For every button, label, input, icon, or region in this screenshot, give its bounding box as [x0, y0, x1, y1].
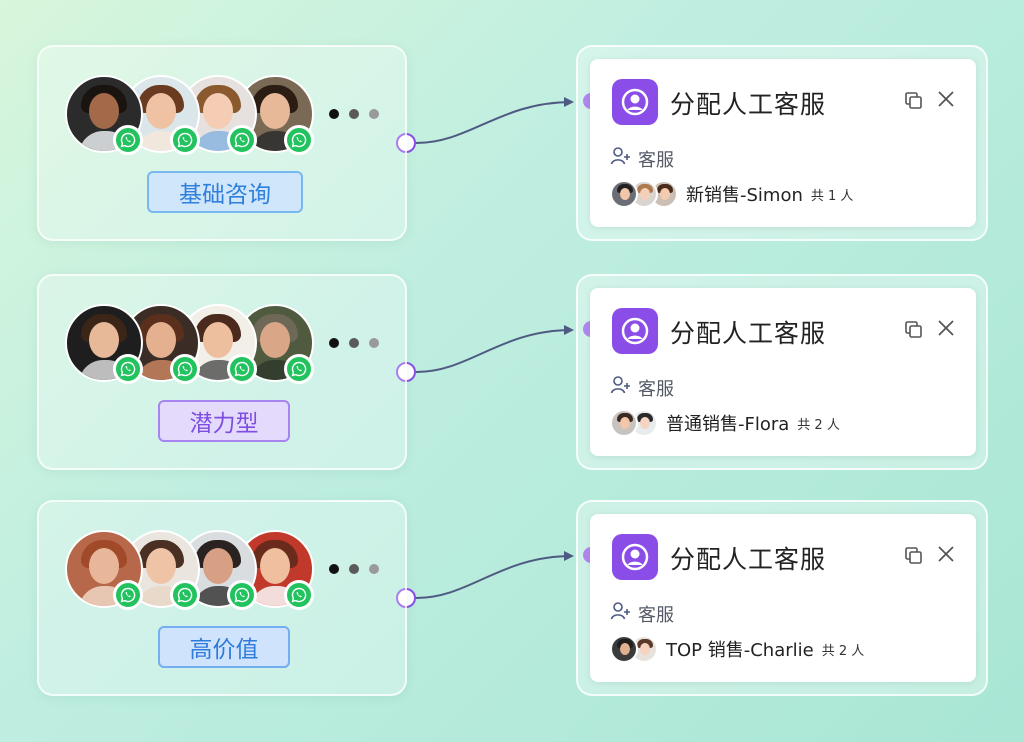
- node-title: 分配人工客服: [670, 545, 827, 574]
- whatsapp-icon: [284, 580, 314, 610]
- customer-avatar: [179, 75, 257, 155]
- customer-avatar: [65, 75, 143, 155]
- user-circle-icon: [612, 534, 658, 580]
- add-user-icon: [610, 600, 632, 627]
- user-circle-icon: [612, 308, 658, 354]
- close-icon[interactable]: [936, 318, 956, 342]
- assign-agent-node[interactable]: 分配人工客服 客服 新销售-Simon 共 1 人: [590, 59, 976, 227]
- dot: [369, 338, 379, 348]
- whatsapp-icon: [170, 580, 200, 610]
- customer-group-card[interactable]: 基础咨询: [37, 45, 407, 241]
- agent-row: TOP 销售-Charlie 共 2 人: [610, 634, 864, 664]
- agent-avatar-stack: [610, 409, 658, 437]
- dot: [349, 109, 359, 119]
- assign-agent-node[interactable]: 分配人工客服 客服 TOP 销售-Charlie 共 2 人: [590, 514, 976, 682]
- dot: [329, 564, 339, 574]
- customer-avatar-stack: [65, 75, 325, 155]
- dot: [349, 564, 359, 574]
- assign-node-frame: 分配人工客服 客服 TOP 销售-Charlie 共 2 人: [576, 500, 988, 696]
- copy-icon[interactable]: [904, 91, 924, 115]
- copy-icon[interactable]: [904, 320, 924, 344]
- node-title: 分配人工客服: [670, 319, 827, 348]
- role-row: 客服: [610, 145, 674, 172]
- agent-avatar: [610, 180, 638, 208]
- whatsapp-icon: [227, 580, 257, 610]
- assign-node-frame: 分配人工客服 客服 普通销售-Flora 共 2 人: [576, 274, 988, 470]
- role-row: 客服: [610, 374, 674, 401]
- role-label: 客服: [638, 378, 674, 400]
- agent-count: 共 2 人: [821, 643, 865, 659]
- agent-avatar-stack: [610, 635, 658, 663]
- more-dots-icon: [329, 109, 379, 119]
- add-user-icon: [610, 374, 632, 401]
- customer-avatar: [65, 304, 143, 384]
- dot: [349, 338, 359, 348]
- whatsapp-icon: [284, 354, 314, 384]
- role-label: 客服: [638, 149, 674, 171]
- agent-avatar: [610, 409, 638, 437]
- agent-row: 新销售-Simon 共 1 人: [610, 179, 853, 209]
- agent-avatar-stack: [610, 180, 678, 208]
- whatsapp-icon: [227, 354, 257, 384]
- dot: [329, 338, 339, 348]
- customer-tag[interactable]: 潜力型: [158, 400, 290, 442]
- customer-avatar-stack: [65, 304, 325, 384]
- whatsapp-icon: [170, 354, 200, 384]
- customer-tag[interactable]: 基础咨询: [147, 171, 303, 213]
- whatsapp-icon: [170, 125, 200, 155]
- more-dots-icon: [329, 564, 379, 574]
- role-row: 客服: [610, 600, 674, 627]
- agent-avatar: [610, 635, 638, 663]
- dot: [329, 109, 339, 119]
- flow-row-2: 高价值 分配人工客服 客服 TOP 销售-Charlie 共: [0, 500, 1024, 700]
- whatsapp-icon: [227, 125, 257, 155]
- assign-node-frame: 分配人工客服 客服 新销售-Simon 共 1 人: [576, 45, 988, 241]
- agent-name: 普通销售-Flora: [666, 414, 790, 435]
- assign-agent-node[interactable]: 分配人工客服 客服 普通销售-Flora 共 2 人: [590, 288, 976, 456]
- agent-name: 新销售-Simon: [686, 185, 803, 206]
- dot: [369, 109, 379, 119]
- close-icon[interactable]: [936, 544, 956, 568]
- close-icon[interactable]: [936, 89, 956, 113]
- customer-tag[interactable]: 高价值: [158, 626, 290, 668]
- customer-group-card[interactable]: 高价值: [37, 500, 407, 696]
- add-user-icon: [610, 145, 632, 172]
- whatsapp-icon: [113, 580, 143, 610]
- whatsapp-icon: [113, 125, 143, 155]
- role-label: 客服: [638, 604, 674, 626]
- more-dots-icon: [329, 338, 379, 348]
- whatsapp-icon: [113, 354, 143, 384]
- customer-avatar-stack: [65, 530, 325, 610]
- customer-avatar: [236, 304, 314, 384]
- customer-group-card[interactable]: 潜力型: [37, 274, 407, 470]
- agent-row: 普通销售-Flora 共 2 人: [610, 408, 840, 438]
- copy-icon[interactable]: [904, 546, 924, 570]
- agent-name: TOP 销售-Charlie: [666, 640, 814, 661]
- agent-count: 共 1 人: [810, 188, 854, 204]
- flow-row-0: 基础咨询 分配人工客服 客服 新销售-Simon 共 1 人: [0, 45, 1024, 245]
- customer-avatar: [65, 530, 143, 610]
- dot: [369, 564, 379, 574]
- whatsapp-icon: [284, 125, 314, 155]
- flow-row-1: 潜力型 分配人工客服 客服 普通销售-Flora 共 2 人: [0, 274, 1024, 474]
- user-circle-icon: [612, 79, 658, 125]
- node-title: 分配人工客服: [670, 90, 827, 119]
- agent-count: 共 2 人: [797, 417, 840, 433]
